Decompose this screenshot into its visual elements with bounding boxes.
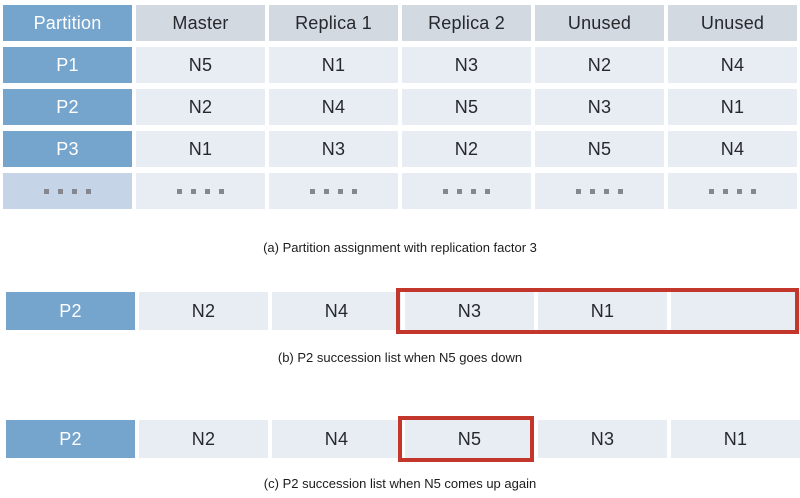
ellipsis-cell	[269, 173, 398, 209]
ellipsis-cell	[402, 173, 531, 209]
node-cell: N4	[668, 131, 797, 167]
ellipsis-dots-icon	[44, 188, 91, 194]
header-cell-master: Master	[136, 5, 265, 41]
node-cell: N5	[402, 89, 531, 125]
header-cell-unused1: Unused	[535, 5, 664, 41]
node-cell: N5	[136, 47, 265, 83]
ellipsis-cell	[535, 173, 664, 209]
node-cell: N2	[139, 292, 268, 330]
header-cell-partition: Partition	[3, 5, 132, 41]
ellipsis-cell	[668, 173, 797, 209]
node-cell: N3	[269, 131, 398, 167]
node-cell: N2	[535, 47, 664, 83]
partition-cell: P1	[3, 47, 132, 83]
header-cell-replica1: Replica 1	[269, 5, 398, 41]
partition-cell: P2	[3, 89, 132, 125]
node-cell: N3	[405, 292, 534, 330]
node-cell: N2	[402, 131, 531, 167]
caption-b: (b) P2 succession list when N5 goes down	[277, 350, 523, 365]
node-cell: N1	[538, 292, 667, 330]
partition-cell: P2	[6, 292, 135, 330]
node-cell: N2	[136, 89, 265, 125]
ellipsis-dots-icon	[709, 188, 756, 194]
node-cell: N5	[535, 131, 664, 167]
node-cell: N1	[269, 47, 398, 83]
node-cell: N4	[269, 89, 398, 125]
assignment-table: Partition Master Replica 1 Replica 2 Unu…	[3, 5, 797, 209]
ellipsis-dots-icon	[177, 188, 224, 194]
node-cell: N1	[136, 131, 265, 167]
header-cell-unused2: Unused	[668, 5, 797, 41]
node-cell: N5	[405, 420, 534, 458]
succession-table-c: P2 N2 N4 N5 N3 N1	[3, 416, 800, 462]
partition-cell: P3	[3, 131, 132, 167]
caption-a: (a) Partition assignment with replicatio…	[263, 240, 537, 255]
node-cell: N4	[668, 47, 797, 83]
node-cell: N4	[272, 420, 401, 458]
node-cell: N1	[671, 420, 800, 458]
ellipsis-dots-icon	[443, 188, 490, 194]
caption-c: (c) P2 succession list when N5 comes up …	[263, 476, 537, 491]
ellipsis-dots-icon	[310, 188, 357, 194]
node-cell: N1	[668, 89, 797, 125]
node-cell: N4	[272, 292, 401, 330]
succession-table-b: P2 N2 N4 N3 N1	[3, 288, 800, 334]
partition-cell: P2	[6, 420, 135, 458]
node-cell: N3	[538, 420, 667, 458]
ellipsis-dots-icon	[576, 188, 623, 194]
ellipsis-cell	[3, 173, 132, 209]
empty-node-cell	[671, 292, 800, 330]
node-cell: N2	[139, 420, 268, 458]
ellipsis-cell	[136, 173, 265, 209]
header-cell-replica2: Replica 2	[402, 5, 531, 41]
node-cell: N3	[402, 47, 531, 83]
node-cell: N3	[535, 89, 664, 125]
